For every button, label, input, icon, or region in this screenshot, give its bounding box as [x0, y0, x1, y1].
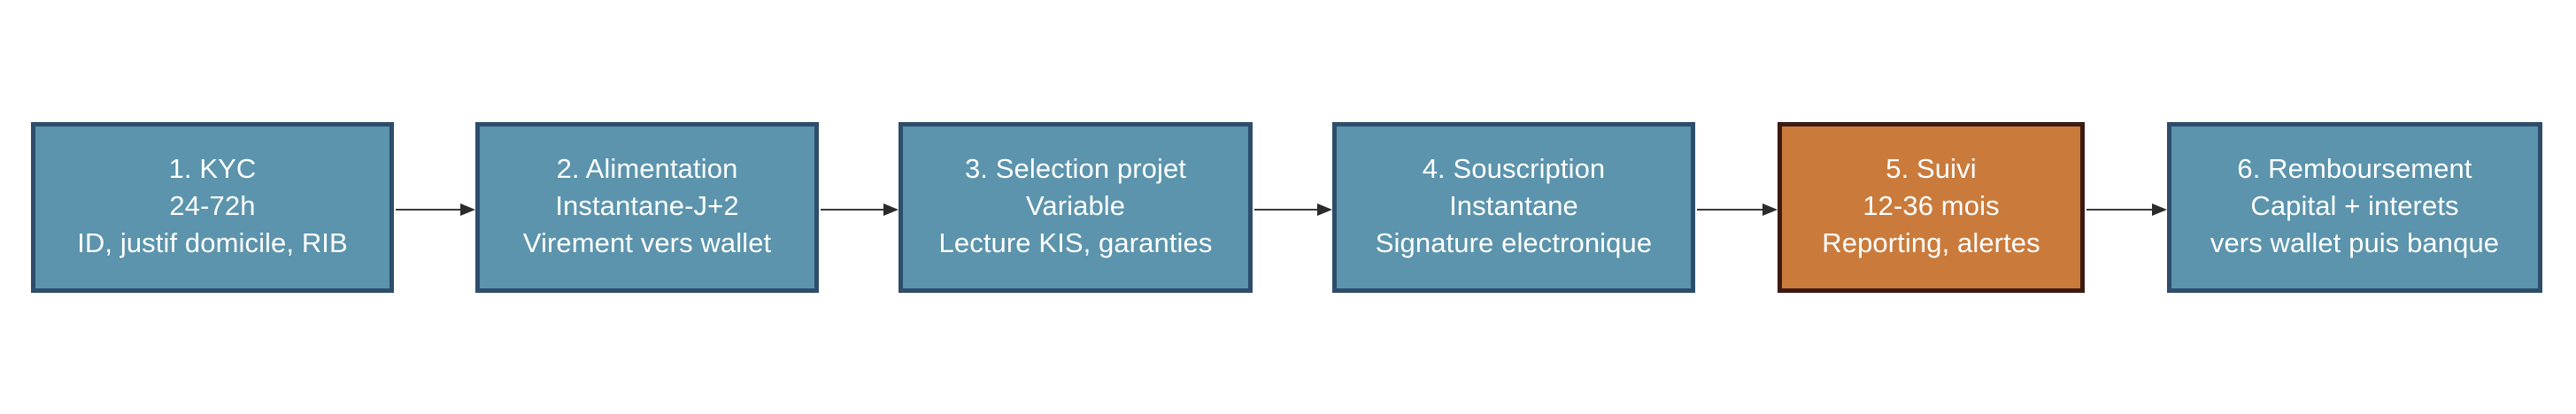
process-step-2[interactable]: 2. Alimentation Instantane-J+2 Virement …	[475, 122, 819, 293]
step-2-detail: Virement vers wallet	[522, 226, 772, 258]
step-2-duration: Instantane-J+2	[555, 189, 739, 221]
step-6-duration: Capital + interets	[2250, 189, 2459, 221]
arrow-head-icon	[2152, 203, 2167, 216]
arrow-step-3-to-step-4	[1254, 203, 1332, 216]
process-step-1[interactable]: 1. KYC 24-72h ID, justif domicile, RIB	[31, 122, 394, 293]
arrow-shaft-icon	[1254, 209, 1318, 211]
arrow-shaft-icon	[396, 209, 461, 211]
arrow-head-icon	[460, 203, 475, 216]
arrow-head-icon	[1762, 203, 1778, 216]
arrow-step-1-to-step-2	[396, 203, 475, 216]
arrow-shaft-icon	[821, 209, 884, 211]
process-step-4[interactable]: 4. Souscription Instantane Signature ele…	[1332, 122, 1695, 293]
step-1-detail: ID, justif domicile, RIB	[77, 226, 348, 258]
process-step-5[interactable]: 5. Suivi 12-36 mois Reporting, alertes	[1778, 122, 2085, 293]
step-3-title: 3. Selection projet	[964, 152, 1187, 184]
arrow-shaft-icon	[2086, 209, 2153, 211]
step-6-title: 6. Remboursement	[2237, 152, 2472, 184]
arrow-step-2-to-step-3	[821, 203, 899, 216]
step-5-detail: Reporting, alertes	[1822, 226, 2040, 258]
step-2-title: 2. Alimentation	[556, 152, 738, 184]
step-6-detail: vers wallet puis banque	[2210, 226, 2500, 258]
step-4-title: 4. Souscription	[1422, 152, 1606, 184]
arrow-head-icon	[883, 203, 899, 216]
arrow-step-5-to-step-6	[2086, 203, 2167, 216]
arrow-step-4-to-step-5	[1697, 203, 1778, 216]
arrow-head-icon	[1317, 203, 1332, 216]
step-3-detail: Lecture KIS, garanties	[938, 226, 1213, 258]
process-step-3[interactable]: 3. Selection projet Variable Lecture KIS…	[899, 122, 1253, 293]
step-5-title: 5. Suivi	[1886, 152, 1977, 184]
process-step-6[interactable]: 6. Remboursement Capital + interets vers…	[2167, 122, 2542, 293]
step-1-title: 1. KYC	[168, 152, 257, 184]
arrow-shaft-icon	[1697, 209, 1763, 211]
step-5-duration: 12-36 mois	[1863, 189, 2000, 221]
step-4-detail: Signature electronique	[1375, 226, 1653, 258]
step-4-duration: Instantane	[1449, 189, 1578, 221]
step-1-duration: 24-72h	[169, 189, 256, 221]
step-3-duration: Variable	[1025, 189, 1126, 221]
